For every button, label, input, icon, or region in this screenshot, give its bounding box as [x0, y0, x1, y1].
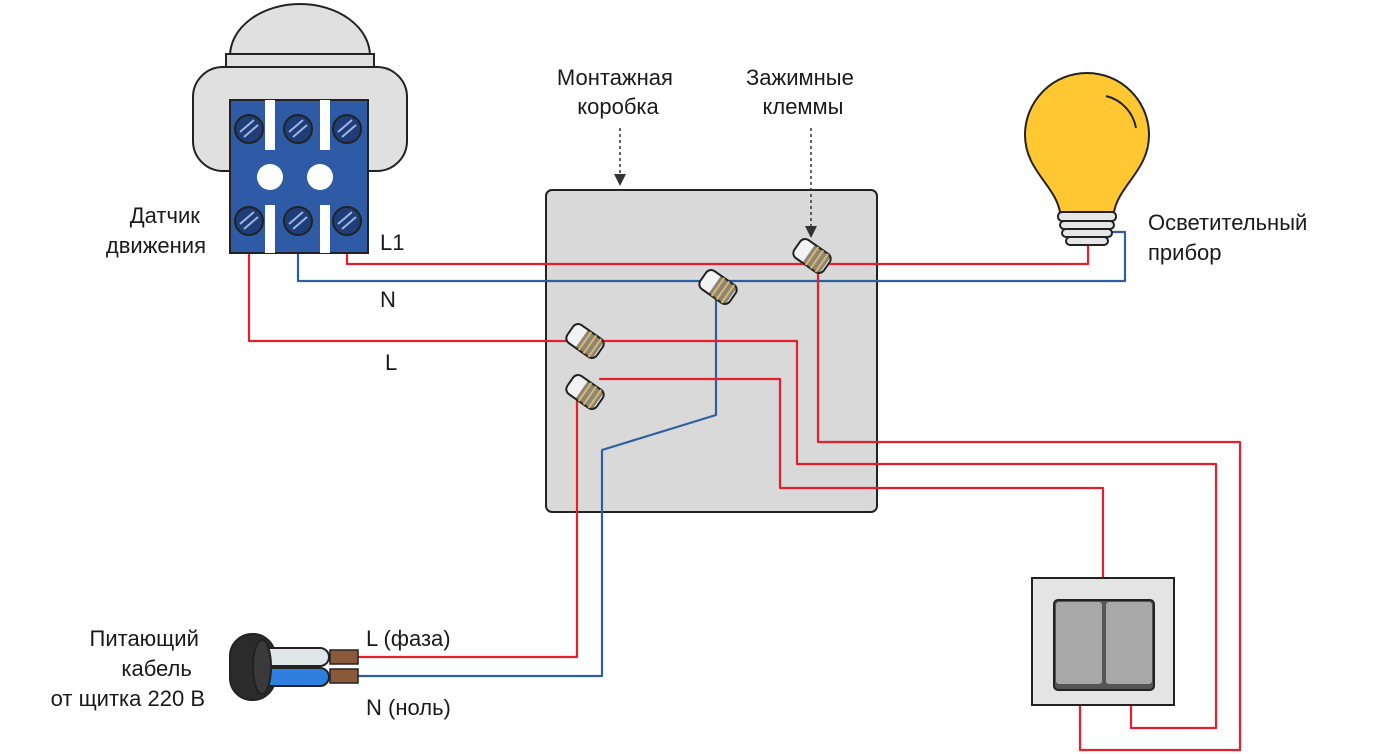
wire-sensor-l1	[345, 238, 1090, 266]
label-light-fixture: Осветительный прибор	[1148, 210, 1313, 265]
clamp-terminal-l1	[792, 238, 832, 275]
double-switch	[1031, 577, 1175, 706]
label-clamp-terminals: Зажимные клеммы	[746, 65, 860, 119]
supply-cable	[229, 633, 359, 701]
light-bulb	[1023, 72, 1151, 246]
wire-supply-n	[328, 298, 718, 678]
wire-l1-switch	[816, 266, 1242, 752]
bulb-glass	[1023, 72, 1151, 213]
sensor-dome	[228, 3, 372, 57]
wire-label-l: L	[385, 350, 397, 375]
wire-supply-l	[328, 398, 579, 659]
wire-label-l-phase: L (фаза)	[366, 626, 451, 651]
clamp-terminal-phase	[565, 374, 605, 411]
junction-box	[545, 189, 878, 513]
wire-l-switch	[598, 339, 1218, 730]
wire-sensor-l	[247, 251, 577, 343]
label-supply-cable: Питающий кабель от щитка 220 В	[51, 626, 205, 711]
wire-phase-switch	[598, 377, 1105, 580]
clamp-terminal-n	[698, 269, 738, 306]
label-motion-sensor: Датчик движения	[106, 203, 206, 258]
clamp-terminal-l	[565, 323, 605, 360]
wire-label-n-neutral: N (ноль)	[366, 695, 451, 720]
wire-label-n: N	[380, 287, 396, 312]
switch-key-left	[1056, 602, 1102, 684]
label-junction-box: Монтажная коробка	[557, 65, 679, 119]
wire-label-l1: L1	[380, 230, 404, 255]
switch-key-right	[1106, 602, 1152, 684]
motion-sensor	[192, 3, 408, 254]
wire-sensor-n	[296, 230, 1127, 283]
